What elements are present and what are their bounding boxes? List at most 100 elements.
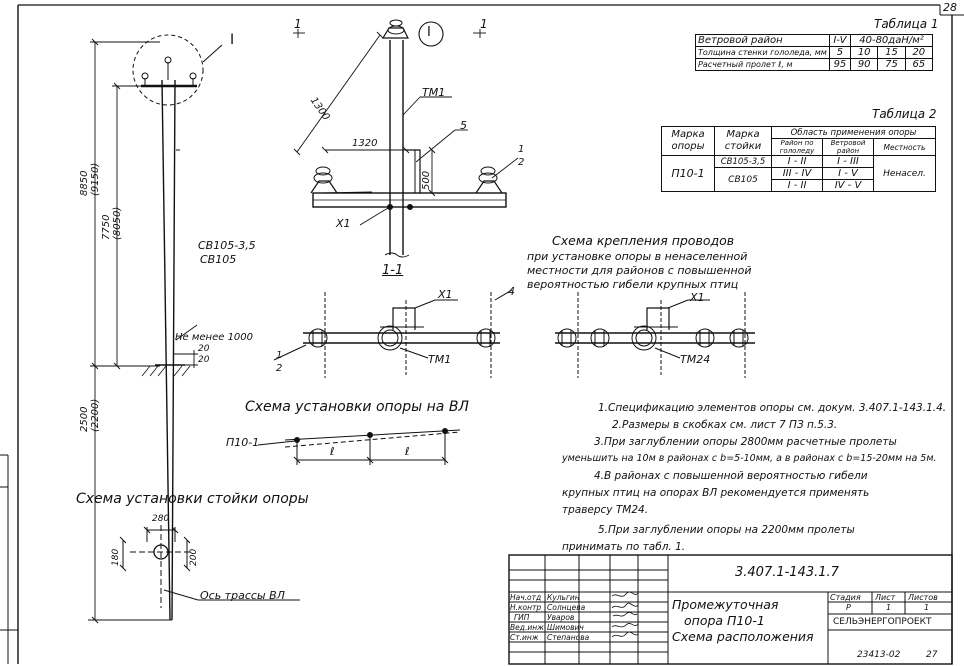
name-5: Степанова [547, 633, 590, 642]
table-row: Район по гололеду Ветровой район Местнос… [662, 138, 936, 156]
pole-label-2: СВ105 [200, 253, 237, 266]
not-less-label: Не менее 1000 [175, 332, 254, 343]
dim-7750: 7750 [101, 214, 112, 240]
title-block-lines [508, 554, 953, 665]
vl-scheme-lines [257, 428, 461, 465]
table-cell: I - II [771, 155, 823, 168]
table-cell: Ненасел. [873, 155, 936, 192]
table-cell: IV - V [822, 179, 874, 192]
label-5: 5 [460, 119, 467, 132]
table-row: СВ105 III - IV I - V [662, 167, 936, 192]
stage-value: Р [846, 603, 851, 612]
table-row: Ветровой район I-V 40-80даН/м² [695, 34, 933, 47]
table-row: Толщина стенки гололеда, мм 5 10 15 20 [695, 46, 934, 59]
note-2: 2.Размеры в скобках см. лист 7 ПЗ п.5.3. [612, 419, 838, 431]
section-mark-right: 1 [480, 17, 488, 31]
table-cell: 95 [828, 58, 852, 71]
dim-500: 500 [421, 170, 432, 190]
doc-code: 3.407.1-143.1.7 [735, 565, 839, 580]
callout-I-detail: I [427, 25, 431, 40]
label-X1-bird: Х1 [690, 291, 705, 304]
label-1-detail: 1 [518, 144, 525, 155]
table-cell: 10 [850, 46, 879, 59]
label-TM1-section: ТМ1 [428, 353, 452, 366]
table1-title: Таблица 1 [874, 17, 939, 31]
table-cell: Расчетный пролет ℓ, м [695, 58, 830, 71]
table-cell: 75 [877, 58, 906, 71]
title-line-1: Промежуточная [672, 597, 779, 612]
table-cell: I - III [822, 155, 874, 168]
section-view [273, 289, 513, 378]
title-line-3: Схема расположения [672, 629, 814, 644]
note-5b: принимать по табл. 1. [562, 541, 686, 553]
page-number: 27 [926, 650, 938, 660]
name-3: Уваров [547, 613, 575, 622]
bird-protection-view [555, 292, 755, 378]
note-3a: 3.При заглублении опоры 2800мм расчетные… [594, 436, 897, 448]
dim-2200: (2200) [90, 398, 101, 432]
label-2-section: 2 [276, 363, 283, 374]
bird-caption-4: вероятностью гибели крупных птиц [527, 278, 739, 291]
table-cell: Область применения опоры [771, 126, 936, 139]
table-cell: 40-80даН/м² [850, 34, 933, 47]
pole-scheme-title: Схема установки стойки опоры [76, 491, 309, 507]
dim-280: 280 [152, 514, 170, 524]
label-X1-detail: Х1 [336, 217, 351, 230]
dim-20b: 20 [198, 355, 210, 365]
axis-label: Ось трассы ВЛ [200, 589, 285, 602]
note-4c: траверсу ТМ24. [562, 504, 649, 516]
table-cell: 65 [904, 58, 934, 71]
table1: Ветровой район I-V 40-80даН/м² Толщина с… [695, 34, 934, 71]
label-4: 4 [508, 285, 515, 298]
table-cell: 5 [828, 46, 852, 59]
table-cell: Марка опоры [661, 126, 715, 156]
table-cell: 15 [877, 46, 906, 59]
dim-8050: (8050) [112, 206, 123, 240]
table-cell: III - IV [771, 167, 823, 180]
name-1: Кульгин [547, 593, 580, 602]
detail-circle-I [132, 34, 204, 106]
table2: Марка опоры Марка стойки Область примене… [661, 126, 936, 192]
span-label-2: ℓ [405, 445, 410, 458]
bird-caption-2: при установке опоры в ненаселенной [527, 250, 748, 263]
table-cell: Марка стойки [714, 126, 772, 156]
detail-dimensions [293, 21, 519, 226]
table-cell: I-V [828, 34, 852, 47]
callout-I-elevation: I [230, 32, 235, 48]
dim-8850: 8850 [79, 170, 90, 196]
table-row: П10-1 СВ105-3,5 I - II I - III Ненасел. [661, 155, 936, 192]
title-line-2: опора П10-1 [684, 613, 765, 628]
table-cell: Ветровой район [695, 34, 830, 47]
elevation-dimensions [88, 38, 198, 624]
note-4b: крупных птиц на опорах ВЛ рекомендуется … [562, 487, 870, 499]
table-cell: I - II [771, 179, 823, 192]
role-3: ГИП [514, 613, 530, 622]
table-row: Расчетный пролет ℓ, м 95 90 75 65 [695, 58, 934, 71]
sheets-value: 1 [924, 603, 930, 612]
note-3b: уменьшить на 10м в районах с b=5-10мм, а… [562, 453, 937, 464]
pole-label-1: СВ105-3,5 [198, 239, 256, 252]
note-5a: 5.При заглублении опоры на 2200мм пролет… [598, 524, 855, 536]
name-4: Шимович [547, 623, 584, 632]
bird-caption-3: местности для районов с повышенной [527, 264, 752, 277]
label-X1-section: Х1 [438, 288, 453, 301]
dim-20a: 20 [198, 344, 210, 354]
dim-200: 200 [189, 548, 199, 566]
role-1: Нач.отд [510, 593, 542, 602]
pole-scheme-lines [119, 525, 300, 608]
label-TM1-detail: ТМ1 [422, 86, 446, 99]
sheet-number: 28 [943, 1, 957, 14]
role-2: Н.контр [510, 603, 542, 612]
vl-support-label: П10-1 [226, 436, 260, 449]
dim-9150: (9150) [90, 162, 101, 196]
vl-scheme-title: Схема установки опоры на ВЛ [245, 399, 469, 415]
role-5: Ст.инж [510, 633, 539, 642]
sheet-label: Лист [875, 593, 896, 602]
table-cell: 90 [850, 58, 879, 71]
span-label-1: ℓ [330, 445, 335, 458]
table-cell: Ветровой район [822, 138, 874, 156]
dim-2500: 2500 [79, 406, 90, 432]
stage-label: Стадия [830, 593, 861, 602]
note-1: 1.Спецификацию элементов опоры см. докум… [598, 402, 947, 414]
